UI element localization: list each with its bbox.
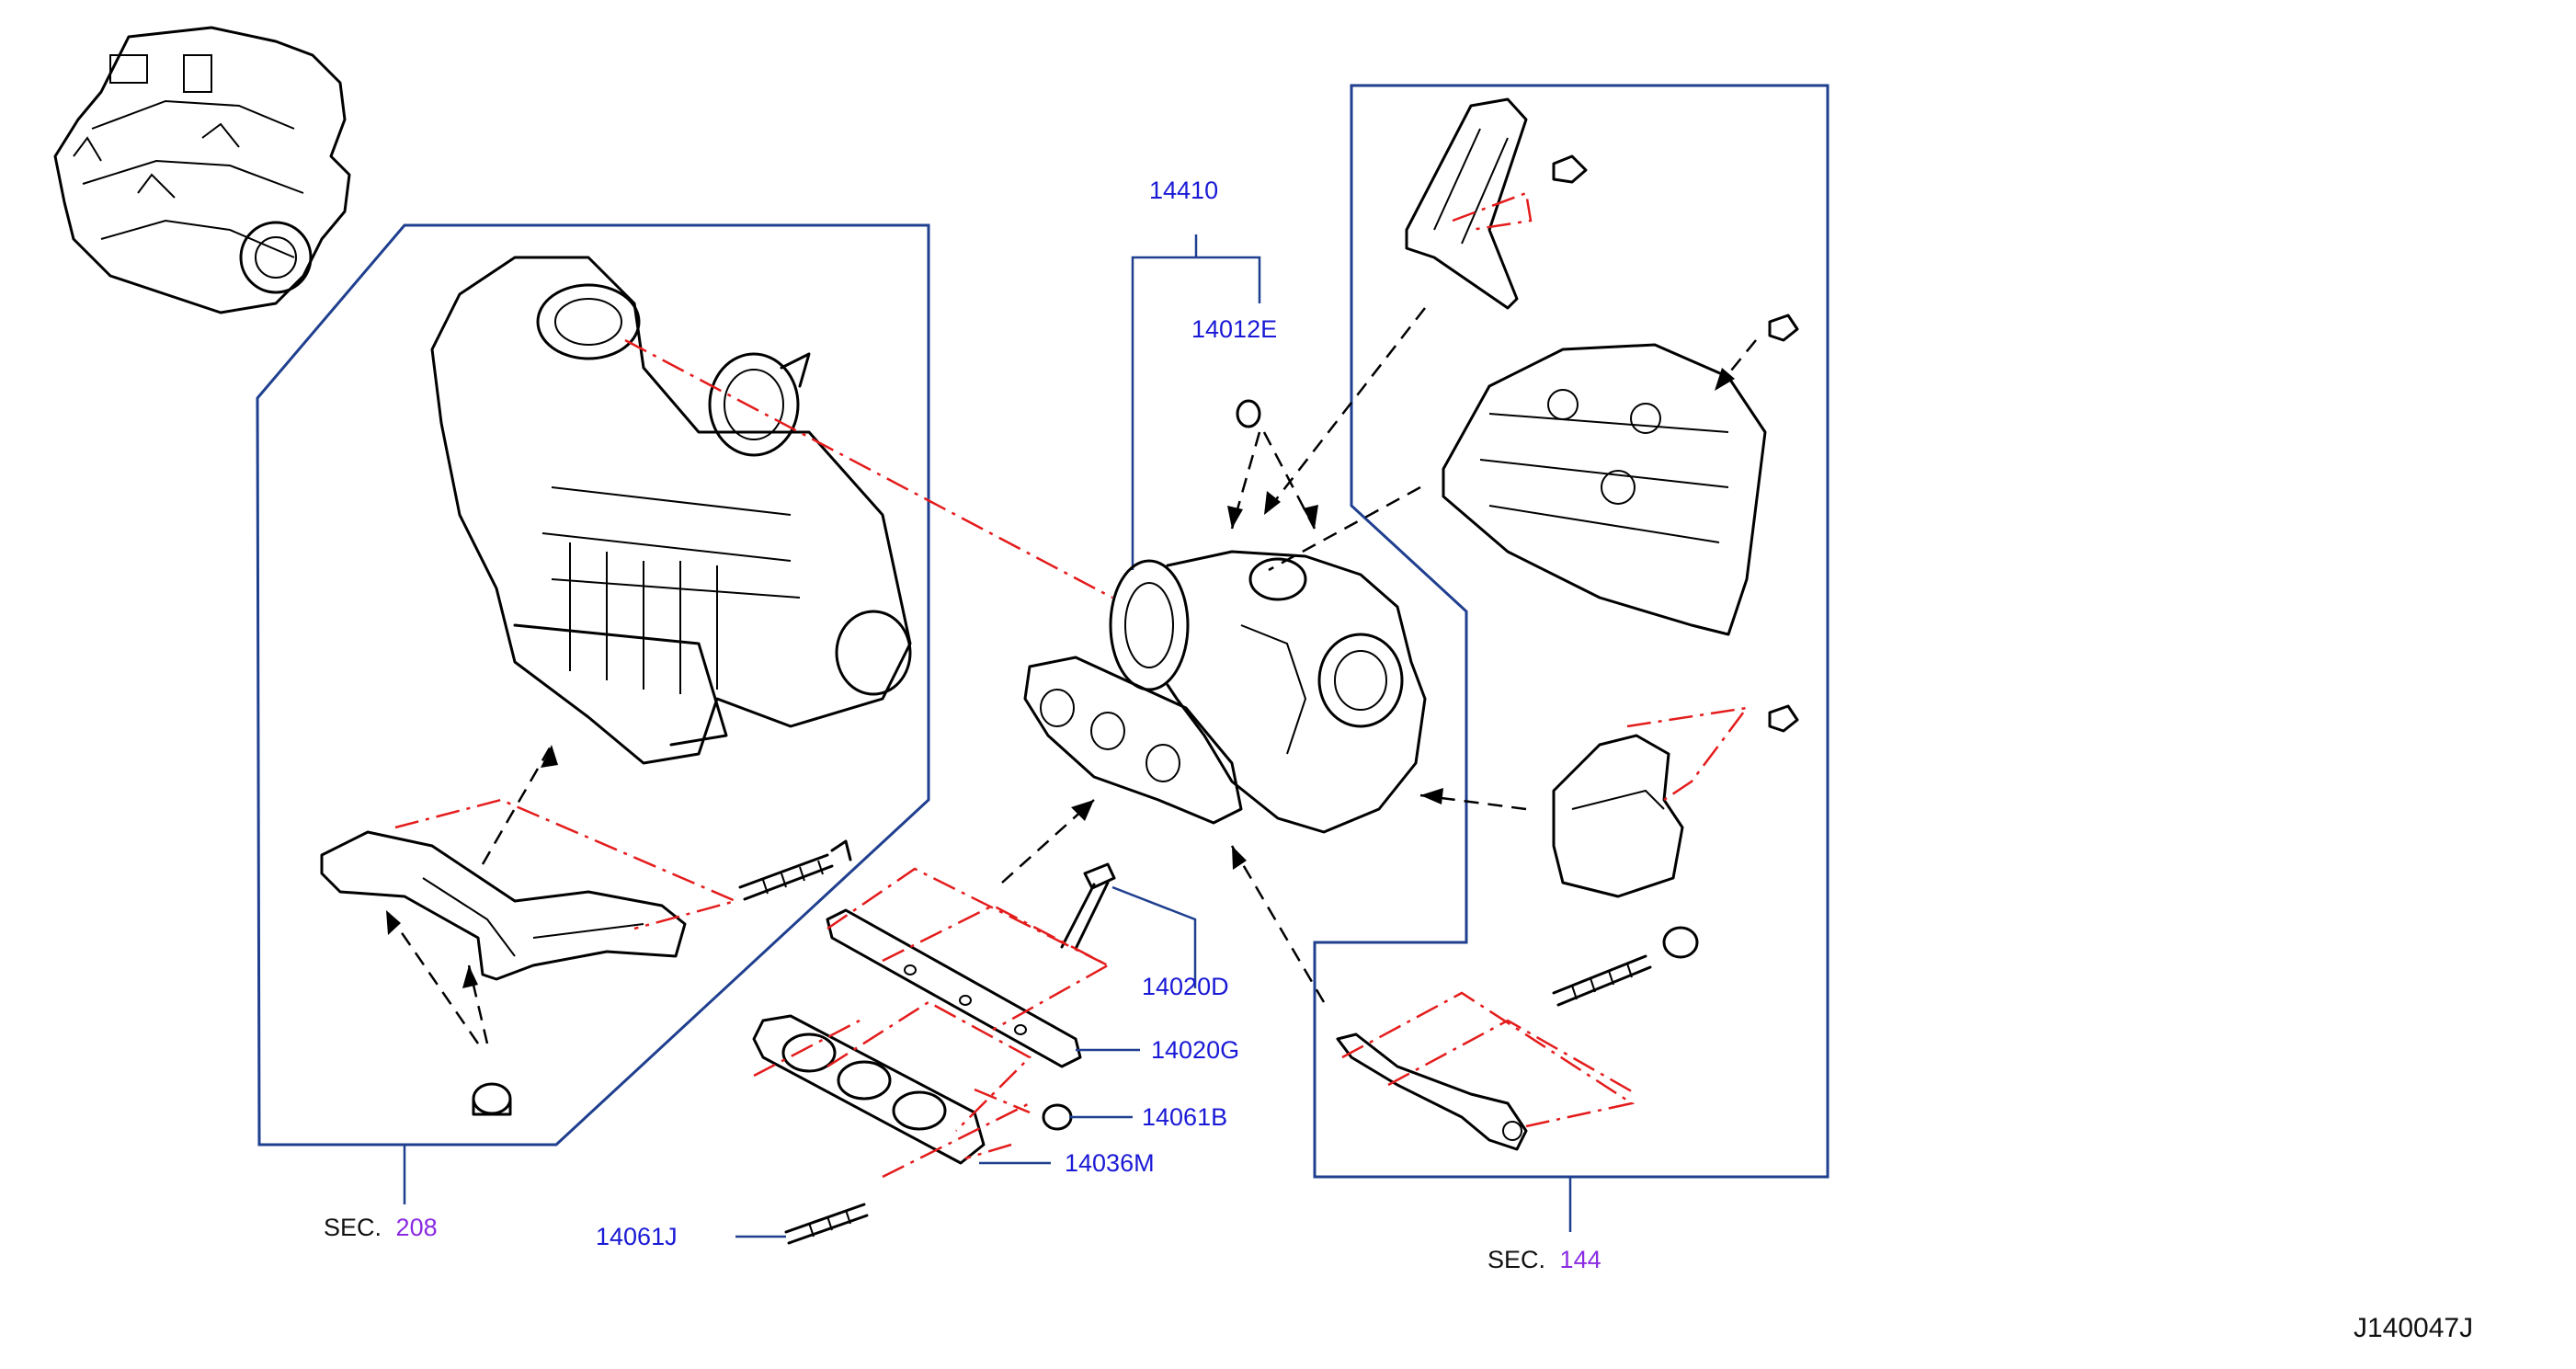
part-label-14061j[interactable]: 14061J (596, 1223, 678, 1250)
part-label-14020g[interactable]: 14020G (1151, 1036, 1240, 1064)
turbo-seal-ring (1236, 399, 1261, 428)
section-prefix: SEC. (324, 1214, 382, 1241)
section-ref-right: SEC. 144 (1487, 1246, 1601, 1273)
exhaust-manifold-gasket (752, 1014, 986, 1165)
manifold-stud (784, 1203, 869, 1245)
part-label-14012e[interactable]: 14012E (1191, 315, 1278, 343)
converter-bracket (320, 830, 687, 981)
engine-overview-illustration (53, 26, 351, 314)
catalytic-converter (430, 256, 912, 765)
upper-heat-shield (1405, 97, 1528, 310)
section-number-144[interactable]: 144 (1559, 1246, 1601, 1273)
label-leaders (735, 885, 1197, 1238)
section-prefix: SEC. (1487, 1246, 1546, 1273)
shield-bolt-middle (1768, 314, 1799, 342)
part-label-14020d[interactable]: 14020D (1142, 973, 1229, 1000)
alignment-lines (394, 191, 1750, 1179)
right-stud (1552, 954, 1652, 1007)
manifold-bolt (1060, 862, 1116, 951)
pipe-clamp (708, 352, 811, 457)
left-section-frame (256, 223, 930, 1147)
right-bracket (1336, 1032, 1528, 1151)
lower-heat-shield (1552, 734, 1684, 898)
part-label-14410[interactable]: 14410 (1149, 177, 1219, 204)
part-label-14036m[interactable]: 14036M (1065, 1149, 1155, 1177)
section-ref-left: SEC. 208 (324, 1214, 438, 1241)
main-heat-shield (1442, 343, 1767, 636)
assembly-arrows (384, 307, 1757, 1044)
exhaust-manifold-turbocharger (1023, 550, 1427, 834)
diagram-code: J140047J (2354, 1313, 2474, 1343)
bracket-nut (472, 1082, 512, 1116)
part-label-14061b[interactable]: 14061B (1142, 1103, 1228, 1131)
bracket-stud (738, 839, 852, 901)
heat-insulator-plate (826, 908, 1082, 1068)
manifold-nut (1042, 1103, 1073, 1131)
shield-bolt-lower (1768, 704, 1799, 733)
right-section-frame (1313, 84, 1829, 1179)
section-number-208[interactable]: 208 (395, 1214, 438, 1241)
right-nut (1662, 926, 1699, 959)
shield-bolt-upper (1552, 154, 1588, 184)
